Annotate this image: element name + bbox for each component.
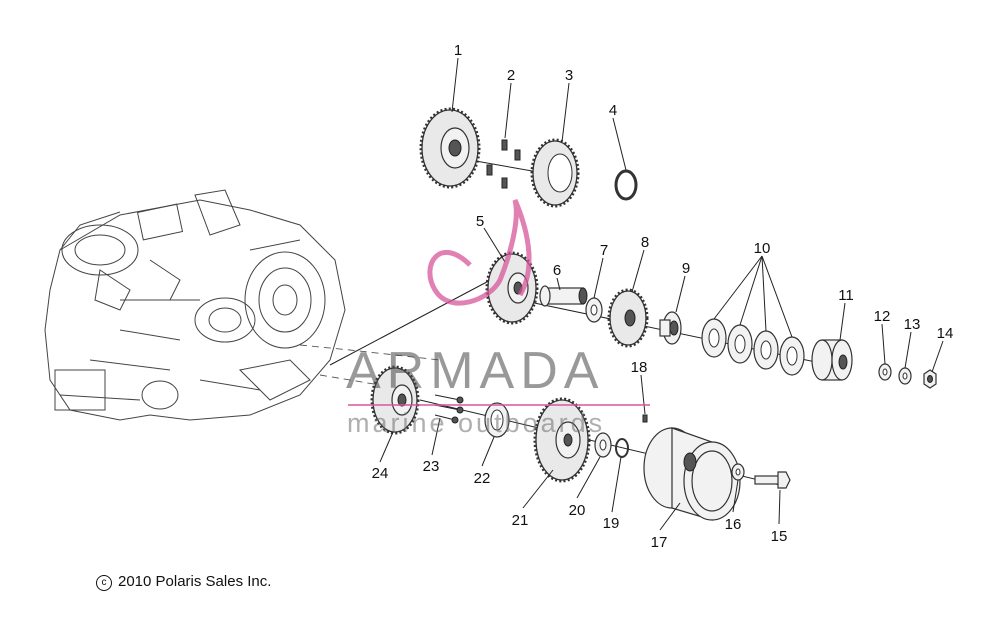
part-24-gear — [370, 365, 420, 435]
callout-10: 10 — [754, 240, 771, 257]
callout-16: 16 — [725, 516, 742, 533]
part-15-bolt — [754, 471, 791, 489]
part-21-gear — [533, 397, 591, 483]
callout-15: 15 — [771, 528, 788, 545]
part-5-gear — [485, 251, 539, 325]
part-20-washer — [594, 432, 612, 458]
callout-labels: 1 2 3 4 5 6 7 8 9 10 11 12 13 14 15 16 1… — [372, 42, 954, 551]
callout-4: 4 — [609, 102, 617, 119]
part-11-hub — [811, 339, 853, 381]
copyright-notice: c 2010 Polaris Sales Inc. — [96, 573, 271, 591]
part-2-pins — [486, 139, 521, 189]
part-1-gear — [419, 107, 481, 189]
part-23-bolts — [434, 394, 464, 424]
callout-17: 17 — [651, 534, 668, 551]
part-17-flywheel — [643, 427, 741, 521]
callout-12: 12 — [874, 308, 891, 325]
part-4-snap-ring — [614, 169, 638, 201]
callout-22: 22 — [474, 470, 491, 487]
callout-9: 9 — [682, 260, 690, 277]
callout-13: 13 — [904, 316, 921, 333]
callout-1: 1 — [454, 42, 462, 59]
copyright-symbol: c — [96, 575, 112, 591]
watermark-title: ARMADA — [346, 342, 605, 400]
part-14-nut — [923, 369, 937, 389]
part-9-bushing — [659, 311, 682, 345]
assembly-line — [319, 374, 381, 386]
callout-8: 8 — [641, 234, 649, 251]
callout-19: 19 — [603, 515, 620, 532]
callout-3: 3 — [565, 67, 573, 84]
watermark-logo — [348, 199, 650, 406]
callout-23: 23 — [423, 458, 440, 475]
engine-crankcase — [44, 189, 346, 421]
watermark-subtitle: marine outboards — [347, 408, 606, 438]
callout-5: 5 — [476, 213, 484, 230]
part-12-washer — [878, 363, 892, 381]
callout-7: 7 — [600, 242, 608, 259]
callout-14: 14 — [937, 325, 954, 342]
part-3-ring-gear — [530, 138, 580, 208]
part-16-washer — [731, 463, 745, 481]
callout-21: 21 — [512, 512, 529, 529]
callout-6: 6 — [553, 262, 561, 279]
callout-24: 24 — [372, 465, 389, 482]
callout-20: 20 — [569, 502, 586, 519]
assembly-line — [299, 344, 441, 361]
part-13-washer — [898, 367, 912, 385]
part-22-bearing — [484, 402, 510, 438]
callout-2: 2 — [507, 67, 515, 84]
leader-lines — [379, 57, 944, 531]
callout-18: 18 — [631, 359, 648, 376]
part-10-plates — [701, 318, 805, 376]
part-8-gear — [607, 288, 649, 348]
part-7-washer — [585, 297, 603, 323]
part-18-pin — [642, 414, 648, 423]
callout-11: 11 — [838, 287, 854, 304]
copyright-text: 2010 Polaris Sales Inc. — [118, 573, 272, 590]
part-6-shaft — [539, 285, 588, 307]
assembly-line — [329, 274, 501, 366]
part-19-ring — [615, 438, 629, 458]
